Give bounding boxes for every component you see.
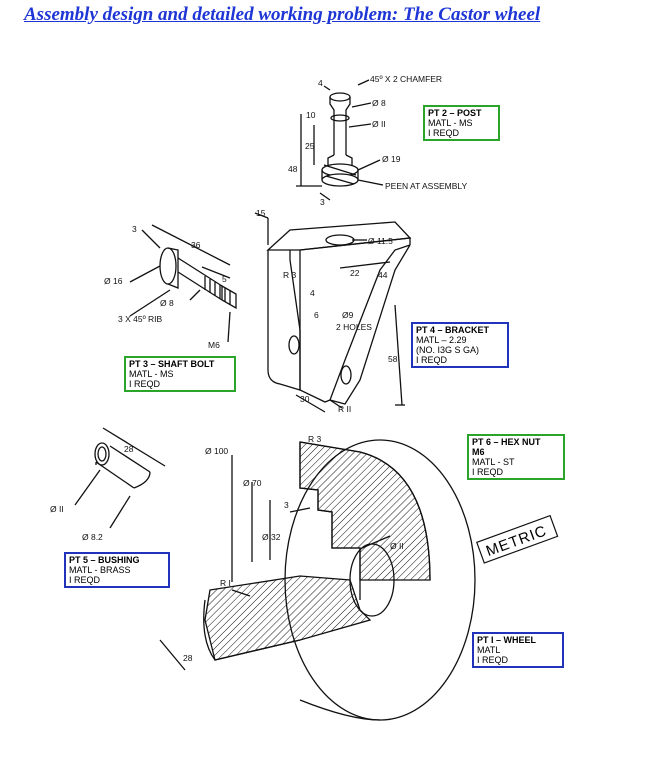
dim-post-d11: Ø II — [372, 119, 386, 129]
label-shaft-bolt-title: PT 3 – SHAFT BOLT — [129, 359, 215, 369]
label-bushing-material: MATL - BRASS — [69, 565, 131, 575]
label-bushing: PT 5 – BUSHING MATL - BRASS I REQD — [64, 552, 170, 588]
dim-bracket-58: 58 — [388, 354, 398, 364]
dim-post-d19: Ø 19 — [382, 154, 401, 164]
label-shaft-bolt-material: MATL - MS — [129, 369, 174, 379]
dim-bracket-44: 44 — [378, 270, 388, 280]
dim-bracket-holes: 2 HOLES — [336, 322, 372, 332]
dim-post-chamfer: 45º X 2 CHAMFER — [370, 74, 442, 84]
label-bushing-qty: I REQD — [69, 575, 101, 585]
dim-wheel-r1: R I — [220, 578, 231, 588]
dim-bracket-d115: Ø 11.5 — [368, 236, 393, 246]
label-wheel-qty: I REQD — [477, 655, 509, 665]
label-bracket-qty: I REQD — [416, 355, 448, 365]
dim-bracket-4: 4 — [310, 288, 315, 298]
label-wheel-material: MATL — [477, 645, 501, 655]
label-wheel-title: PT I – WHEEL — [477, 635, 537, 645]
dim-bushing-28: 28 — [124, 444, 134, 454]
label-hex-nut: PT 6 – HEX NUT M6 MATL - ST I REQD — [467, 434, 565, 480]
label-hex-nut-title: PT 6 – HEX NUT — [472, 437, 541, 447]
bushing-part — [74, 427, 166, 529]
dim-bolt-5: 5 — [222, 274, 227, 284]
dim-wheel-d100: Ø 100 — [205, 446, 228, 456]
label-bracket-material: MATL – 2.29 — [416, 335, 467, 345]
label-bracket-gauge: (NO. I3G S GA) — [416, 345, 480, 355]
dim-post-10: 10 — [306, 110, 316, 120]
label-hex-nut-size: M6 — [472, 447, 485, 457]
dim-bushing-d11: Ø II — [50, 504, 64, 514]
label-hex-nut-qty: I REQD — [472, 467, 504, 477]
dim-bolt-36: 36 — [191, 240, 201, 250]
dim-bolt-d16: Ø 16 — [104, 276, 123, 286]
dim-bracket-r3: R 3 — [283, 270, 297, 280]
dim-bolt-m6: M6 — [208, 340, 220, 350]
wheel-part — [159, 439, 476, 721]
label-shaft-bolt: PT 3 – SHAFT BOLT MATL - MS I REQD — [124, 356, 236, 392]
dim-post-peen: PEEN AT ASSEMBLY — [385, 181, 468, 191]
dim-wheel-r3: R 3 — [308, 434, 322, 444]
dim-post-4: 4 — [318, 78, 323, 88]
bracket-part — [254, 212, 412, 413]
dim-bracket-r11: R II — [338, 404, 351, 414]
dim-bolt-rib: 3 X 45º RIB — [118, 314, 163, 324]
dim-wheel-d32: Ø 32 — [262, 532, 281, 542]
post-part — [296, 79, 384, 201]
label-post-title: PT 2 – POST — [428, 108, 482, 118]
dim-wheel-3: 3 — [284, 500, 289, 510]
dim-bracket-22: 22 — [350, 268, 360, 278]
dim-post-d8: Ø 8 — [372, 98, 386, 108]
dim-bracket-d9: Ø9 — [342, 310, 354, 320]
dim-bushing-d82: Ø 8.2 — [82, 532, 103, 542]
label-wheel: PT I – WHEEL MATL I REQD — [472, 632, 564, 668]
label-shaft-bolt-qty: I REQD — [129, 379, 161, 389]
label-post-material: MATL - MS — [428, 118, 473, 128]
dim-bracket-30: 30 — [300, 394, 310, 404]
dim-bolt-3: 3 — [132, 224, 137, 234]
label-hex-nut-material: MATL - ST — [472, 457, 515, 467]
shaft-bolt-part — [129, 224, 237, 343]
dim-post-48: 48 — [288, 164, 298, 174]
page-title: Assembly design and detailed working pro… — [24, 4, 541, 25]
label-bracket-title: PT 4 – BRACKET — [416, 325, 490, 335]
dim-bracket-6: 6 — [314, 310, 319, 320]
dim-wheel-d11: Ø II — [390, 541, 404, 551]
dim-bracket-15: 15 — [256, 208, 266, 218]
label-bracket: PT 4 – BRACKET MATL – 2.29 (NO. I3G S GA… — [411, 322, 509, 368]
label-bushing-title: PT 5 – BUSHING — [69, 555, 140, 565]
dim-post-3: 3 — [320, 197, 325, 207]
dim-bolt-d8: Ø 8 — [160, 298, 174, 308]
label-post-qty: I REQD — [428, 128, 460, 138]
dim-wheel-28: 28 — [183, 653, 193, 663]
dim-wheel-d70: Ø 70 — [243, 478, 262, 488]
label-post: PT 2 – POST MATL - MS I REQD — [423, 105, 500, 141]
dim-post-25: 25 — [305, 141, 315, 151]
